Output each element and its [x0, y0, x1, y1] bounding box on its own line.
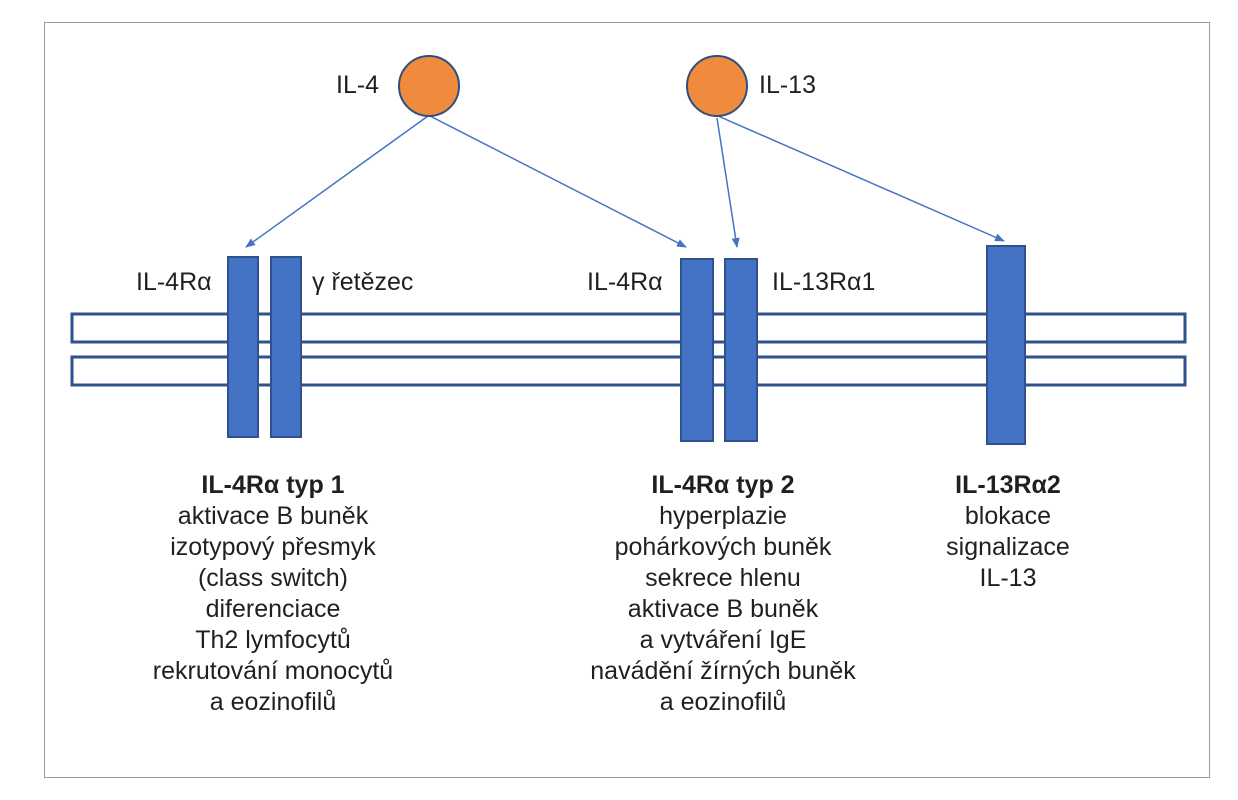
- block-title: IL-4Rα typ 2: [651, 471, 795, 499]
- label-il4ra-type1: IL-4Rα: [136, 268, 212, 296]
- receptor-il13ra2: [986, 245, 1026, 445]
- block-line: a eozinofilů: [659, 688, 787, 716]
- receptor-gamma-chain: [270, 256, 302, 438]
- receptor-il4ra-type2: [680, 258, 714, 442]
- block-line: sekrece hlenu: [645, 564, 801, 592]
- label-gamma-chain: γ řetězec: [312, 268, 414, 296]
- block-line: blokace: [964, 502, 1052, 530]
- block-il4ra-type1: IL-4Rα typ 1 aktivace B buněk izotypový …: [110, 470, 436, 718]
- arrow-il13-to-type2: [716, 117, 740, 248]
- ligand-il4-circle: [398, 55, 460, 117]
- block-line: izotypový přesmyk: [170, 533, 376, 561]
- label-il4ra-type2: IL-4Rα: [587, 268, 663, 296]
- figure-frame: [44, 22, 1210, 778]
- ligand-il4-label: IL-4: [336, 71, 380, 99]
- block-line: aktivace B buněk: [627, 595, 819, 623]
- block-line: rekrutování monocytů: [152, 657, 394, 685]
- block-line: signalizace: [946, 533, 1070, 561]
- ligand-il13-circle: [686, 55, 748, 117]
- block-line: a eozinofilů: [209, 688, 337, 716]
- block-il4ra-type2: IL-4Rα typ 2 hyperplazie pohárkových bun…: [550, 470, 896, 718]
- arrow-il4-to-type1: [245, 115, 429, 248]
- block-line: IL-13: [979, 564, 1037, 592]
- block-il13ra2: IL-13Rα2 blokace signalizace IL-13: [920, 470, 1096, 594]
- label-il13ra1: IL-13Rα1: [772, 268, 876, 296]
- receptor-il13ra1: [724, 258, 758, 442]
- arrow-il13-to-il13ra2: [717, 115, 1005, 242]
- block-line: navádění žírných buněk: [590, 657, 856, 685]
- block-line: pohárkových buněk: [614, 533, 832, 561]
- block-line: Th2 lymfocytů: [195, 626, 351, 654]
- block-title: IL-13Rα2: [955, 471, 1061, 499]
- block-line: (class switch): [197, 564, 348, 592]
- ligand-il13-label: IL-13: [759, 71, 816, 99]
- block-line: aktivace B buněk: [177, 502, 369, 530]
- block-line: diferenciace: [205, 595, 341, 623]
- block-title: IL-4Rα typ 1: [201, 471, 345, 499]
- arrow-il4-to-type2: [429, 115, 687, 248]
- receptor-il4ra-type1: [227, 256, 259, 438]
- block-line: a vytváření IgE: [639, 626, 807, 654]
- block-line: hyperplazie: [659, 502, 787, 530]
